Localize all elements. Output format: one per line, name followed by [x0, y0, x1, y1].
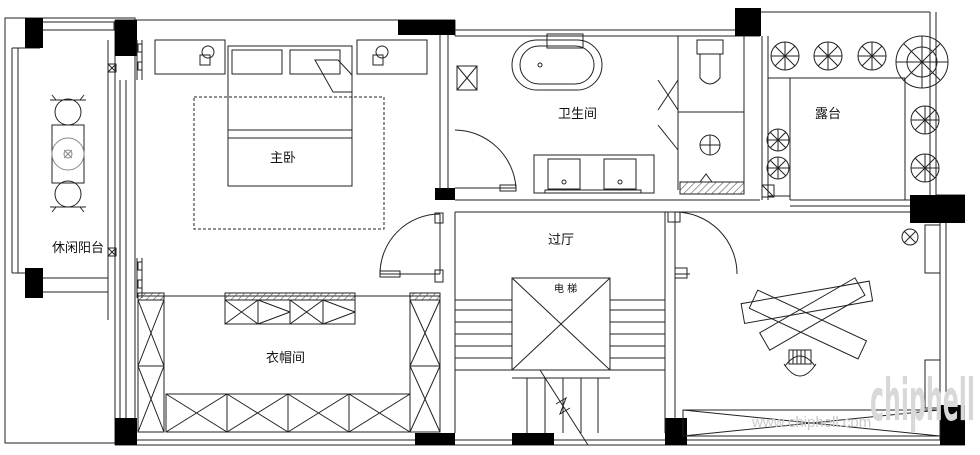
label-terrace: 露台: [815, 107, 841, 122]
balcony-wall-top: [25, 18, 43, 48]
label-cloakroom: 衣帽间: [266, 350, 305, 366]
label-leisure-balcony: 休闲阳台: [52, 241, 104, 256]
label-master-bedroom: 主卧: [270, 151, 296, 166]
label-hallway: 过厅: [548, 233, 574, 248]
master-bedroom-area: [136, 39, 449, 298]
watermark-logo: chiphell: [870, 366, 975, 434]
watermark-url: www.chiphell.com: [751, 414, 871, 431]
label-bathroom: 卫生间: [558, 107, 597, 122]
hallway-area: [454, 211, 738, 446]
wall-columns: [115, 8, 965, 445]
label-elevator: 电 梯: [554, 282, 577, 295]
balcony-table-chairs: [50, 94, 86, 213]
right-room-area: [675, 211, 941, 437]
bathroom-area: [454, 33, 760, 213]
balcony-wall-mid: [25, 268, 43, 298]
terrace-plants: [766, 35, 949, 183]
terrace-area: [761, 36, 910, 207]
cloakroom-area: [137, 292, 441, 433]
outer-walls: [114, 11, 965, 446]
